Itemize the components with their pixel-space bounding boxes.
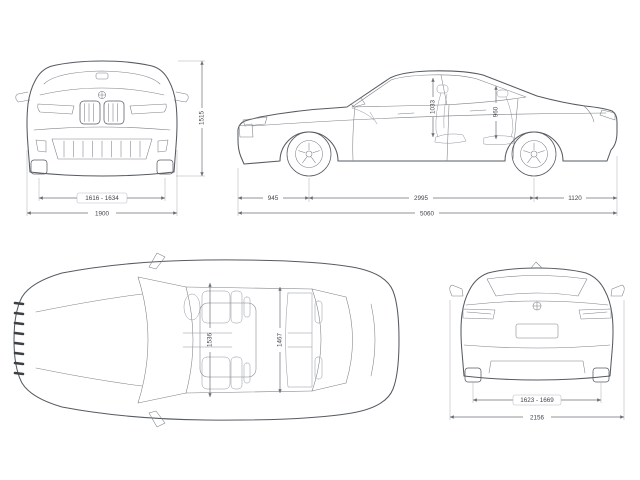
side-view-dimensions: 945 2995 1120 5060 xyxy=(237,156,618,217)
front-right-mirror xyxy=(173,91,189,103)
top-body-outline xyxy=(13,259,400,421)
front-roofline xyxy=(43,70,161,85)
top-rear-window xyxy=(311,288,353,392)
character-line xyxy=(251,112,607,127)
top-interior-dimensions: 1536 1467 xyxy=(207,282,284,398)
rear-left-mirror xyxy=(449,284,464,297)
license-plate xyxy=(515,323,559,339)
rear-wheel xyxy=(511,131,557,177)
top-grille xyxy=(13,301,25,376)
overall-length-label: 5060 xyxy=(420,210,435,217)
rear-diffuser xyxy=(488,360,586,374)
rear-overhang-label: 1120 xyxy=(568,195,582,202)
rear-bumper-crease xyxy=(463,344,611,349)
rear-headroom-label: 960 xyxy=(493,106,500,117)
top-right-mirror xyxy=(148,410,166,428)
rear-body-outline xyxy=(460,267,614,381)
shark-fin-antenna xyxy=(530,261,543,269)
front-body-outline xyxy=(26,60,178,177)
wheelbase-label: 2995 xyxy=(414,195,429,202)
b-pillar xyxy=(440,74,448,106)
steering-wheel xyxy=(183,293,201,321)
top-view: 1536 1467 xyxy=(13,252,400,428)
front-interior-width-label: 1536 xyxy=(207,333,214,348)
front-headroom-label: 1033 xyxy=(430,100,437,115)
side-interior-dimensions: 1033 960 xyxy=(430,77,500,140)
center-console xyxy=(182,332,233,348)
rear-right-mirror xyxy=(610,284,625,297)
rear-seat xyxy=(483,89,515,146)
bmw-roundel-icon xyxy=(98,91,106,99)
front-door-seam xyxy=(352,106,356,161)
front-right-headlight xyxy=(129,103,167,115)
rear-overall-width-mirrors-label: 2156 xyxy=(530,414,545,421)
rear-window xyxy=(486,275,588,297)
top-rear-bench xyxy=(285,292,323,388)
top-windshield xyxy=(137,276,194,404)
side-view: 1033 960 xyxy=(237,70,618,177)
front-left-side-intake xyxy=(35,139,47,153)
front-overall-height-label: 1515 xyxy=(199,111,206,126)
rearview-mirror-icon xyxy=(95,72,109,80)
trunk-seam xyxy=(583,105,595,123)
side-kidney-grille xyxy=(238,123,254,138)
trunk-line xyxy=(370,303,376,377)
top-front-seat-right xyxy=(201,356,251,390)
front-overall-width-label: 1900 xyxy=(95,210,110,217)
mid-door-seam xyxy=(446,104,450,162)
top-left-mirror xyxy=(148,252,166,270)
hood-creases xyxy=(35,293,143,387)
side-taillight xyxy=(599,109,616,121)
rear-interior-width-label: 1467 xyxy=(277,333,284,348)
front-view-dimensions: 1616 - 1634 1900 1515 xyxy=(26,60,206,217)
door-handles xyxy=(397,109,487,115)
side-mirror xyxy=(350,97,366,108)
front-wheel xyxy=(286,131,332,177)
front-left-tire xyxy=(30,159,48,175)
side-body-outline xyxy=(237,70,618,165)
front-track-width-box xyxy=(76,192,128,204)
front-bumper-crease xyxy=(33,126,171,131)
rear-roundel-icon xyxy=(532,301,542,311)
rear-right-tire xyxy=(592,367,610,383)
side-headlight xyxy=(242,116,268,127)
front-left-mirror xyxy=(15,91,31,103)
roof-rails xyxy=(185,286,313,394)
front-seat xyxy=(434,84,467,144)
kidney-grille xyxy=(79,100,125,125)
front-windshield-base xyxy=(39,87,165,96)
top-front-seat-left xyxy=(201,290,251,324)
dashboard xyxy=(351,107,378,125)
rear-shoulder-line xyxy=(465,300,609,306)
front-lower-intake xyxy=(51,138,153,160)
rear-right-taillight xyxy=(578,308,612,320)
front-left-headlight xyxy=(37,103,75,115)
sunroof xyxy=(199,302,257,378)
front-overhang-label: 945 xyxy=(268,195,279,202)
side-greenhouse xyxy=(351,74,527,108)
rear-view-dimensions: 1623 - 1669 2156 xyxy=(449,300,625,421)
rear-door-seam xyxy=(512,98,519,160)
front-track-width-label: 1616 - 1634 xyxy=(85,195,119,202)
rear-view xyxy=(449,261,625,383)
rear-track-width-box xyxy=(512,394,562,406)
rear-left-taillight xyxy=(462,308,496,320)
rear-track-width-label: 1623 - 1669 xyxy=(520,397,554,404)
front-right-side-intake xyxy=(157,139,169,153)
front-view xyxy=(15,60,189,177)
rear-left-tire xyxy=(464,367,482,383)
front-right-tire xyxy=(156,159,174,175)
